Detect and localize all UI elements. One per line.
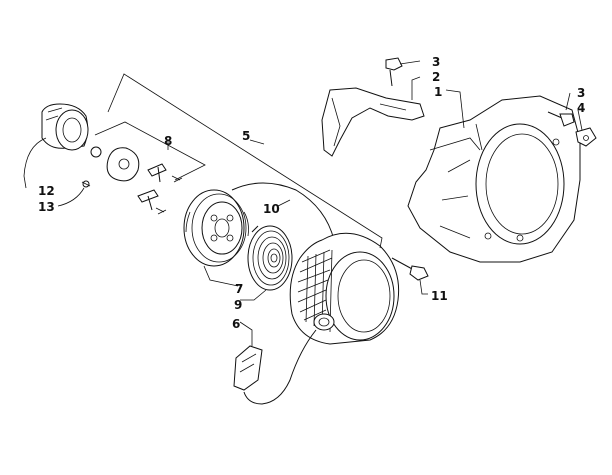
mount-bolt-11 bbox=[391, 257, 429, 281]
rope-to-handle bbox=[243, 329, 317, 405]
handle-housing bbox=[41, 103, 89, 151]
callout-labels: 3 2 1 3 4 5 8 10 12 13 7 9 11 6 bbox=[38, 55, 585, 331]
recoil-rope bbox=[231, 182, 335, 241]
housing-vent-grille bbox=[297, 249, 333, 333]
callout-7: 7 bbox=[235, 282, 243, 296]
callout-4: 4 bbox=[577, 101, 585, 115]
callout-10: 10 bbox=[263, 202, 280, 216]
callout-1: 1 bbox=[434, 85, 442, 99]
starter-handle bbox=[233, 345, 263, 391]
callout-3-right: 3 bbox=[577, 86, 585, 100]
callout-8: 8 bbox=[164, 134, 172, 148]
shroud-clip-4 bbox=[575, 127, 597, 147]
bracket bbox=[321, 87, 425, 157]
callout-11: 11 bbox=[431, 289, 448, 303]
bracket-bolt-3 bbox=[385, 57, 403, 87]
callout-13: 13 bbox=[38, 200, 55, 214]
callout-6: 6 bbox=[232, 317, 240, 331]
callout-5: 5 bbox=[242, 129, 250, 143]
fan-shroud bbox=[407, 95, 581, 263]
housing-screw bbox=[81, 180, 91, 188]
callout-2: 2 bbox=[432, 70, 440, 84]
recoil-spring bbox=[247, 225, 293, 291]
starter-housing bbox=[289, 232, 400, 345]
recoil-pulley bbox=[183, 189, 249, 267]
ratchet-assembly bbox=[90, 121, 206, 215]
callout-9: 9 bbox=[234, 298, 242, 312]
callout-12: 12 bbox=[38, 184, 55, 198]
leader-lines bbox=[23, 60, 583, 346]
shroud-bolt-3 bbox=[547, 111, 575, 127]
callout-3-top: 3 bbox=[432, 55, 440, 69]
